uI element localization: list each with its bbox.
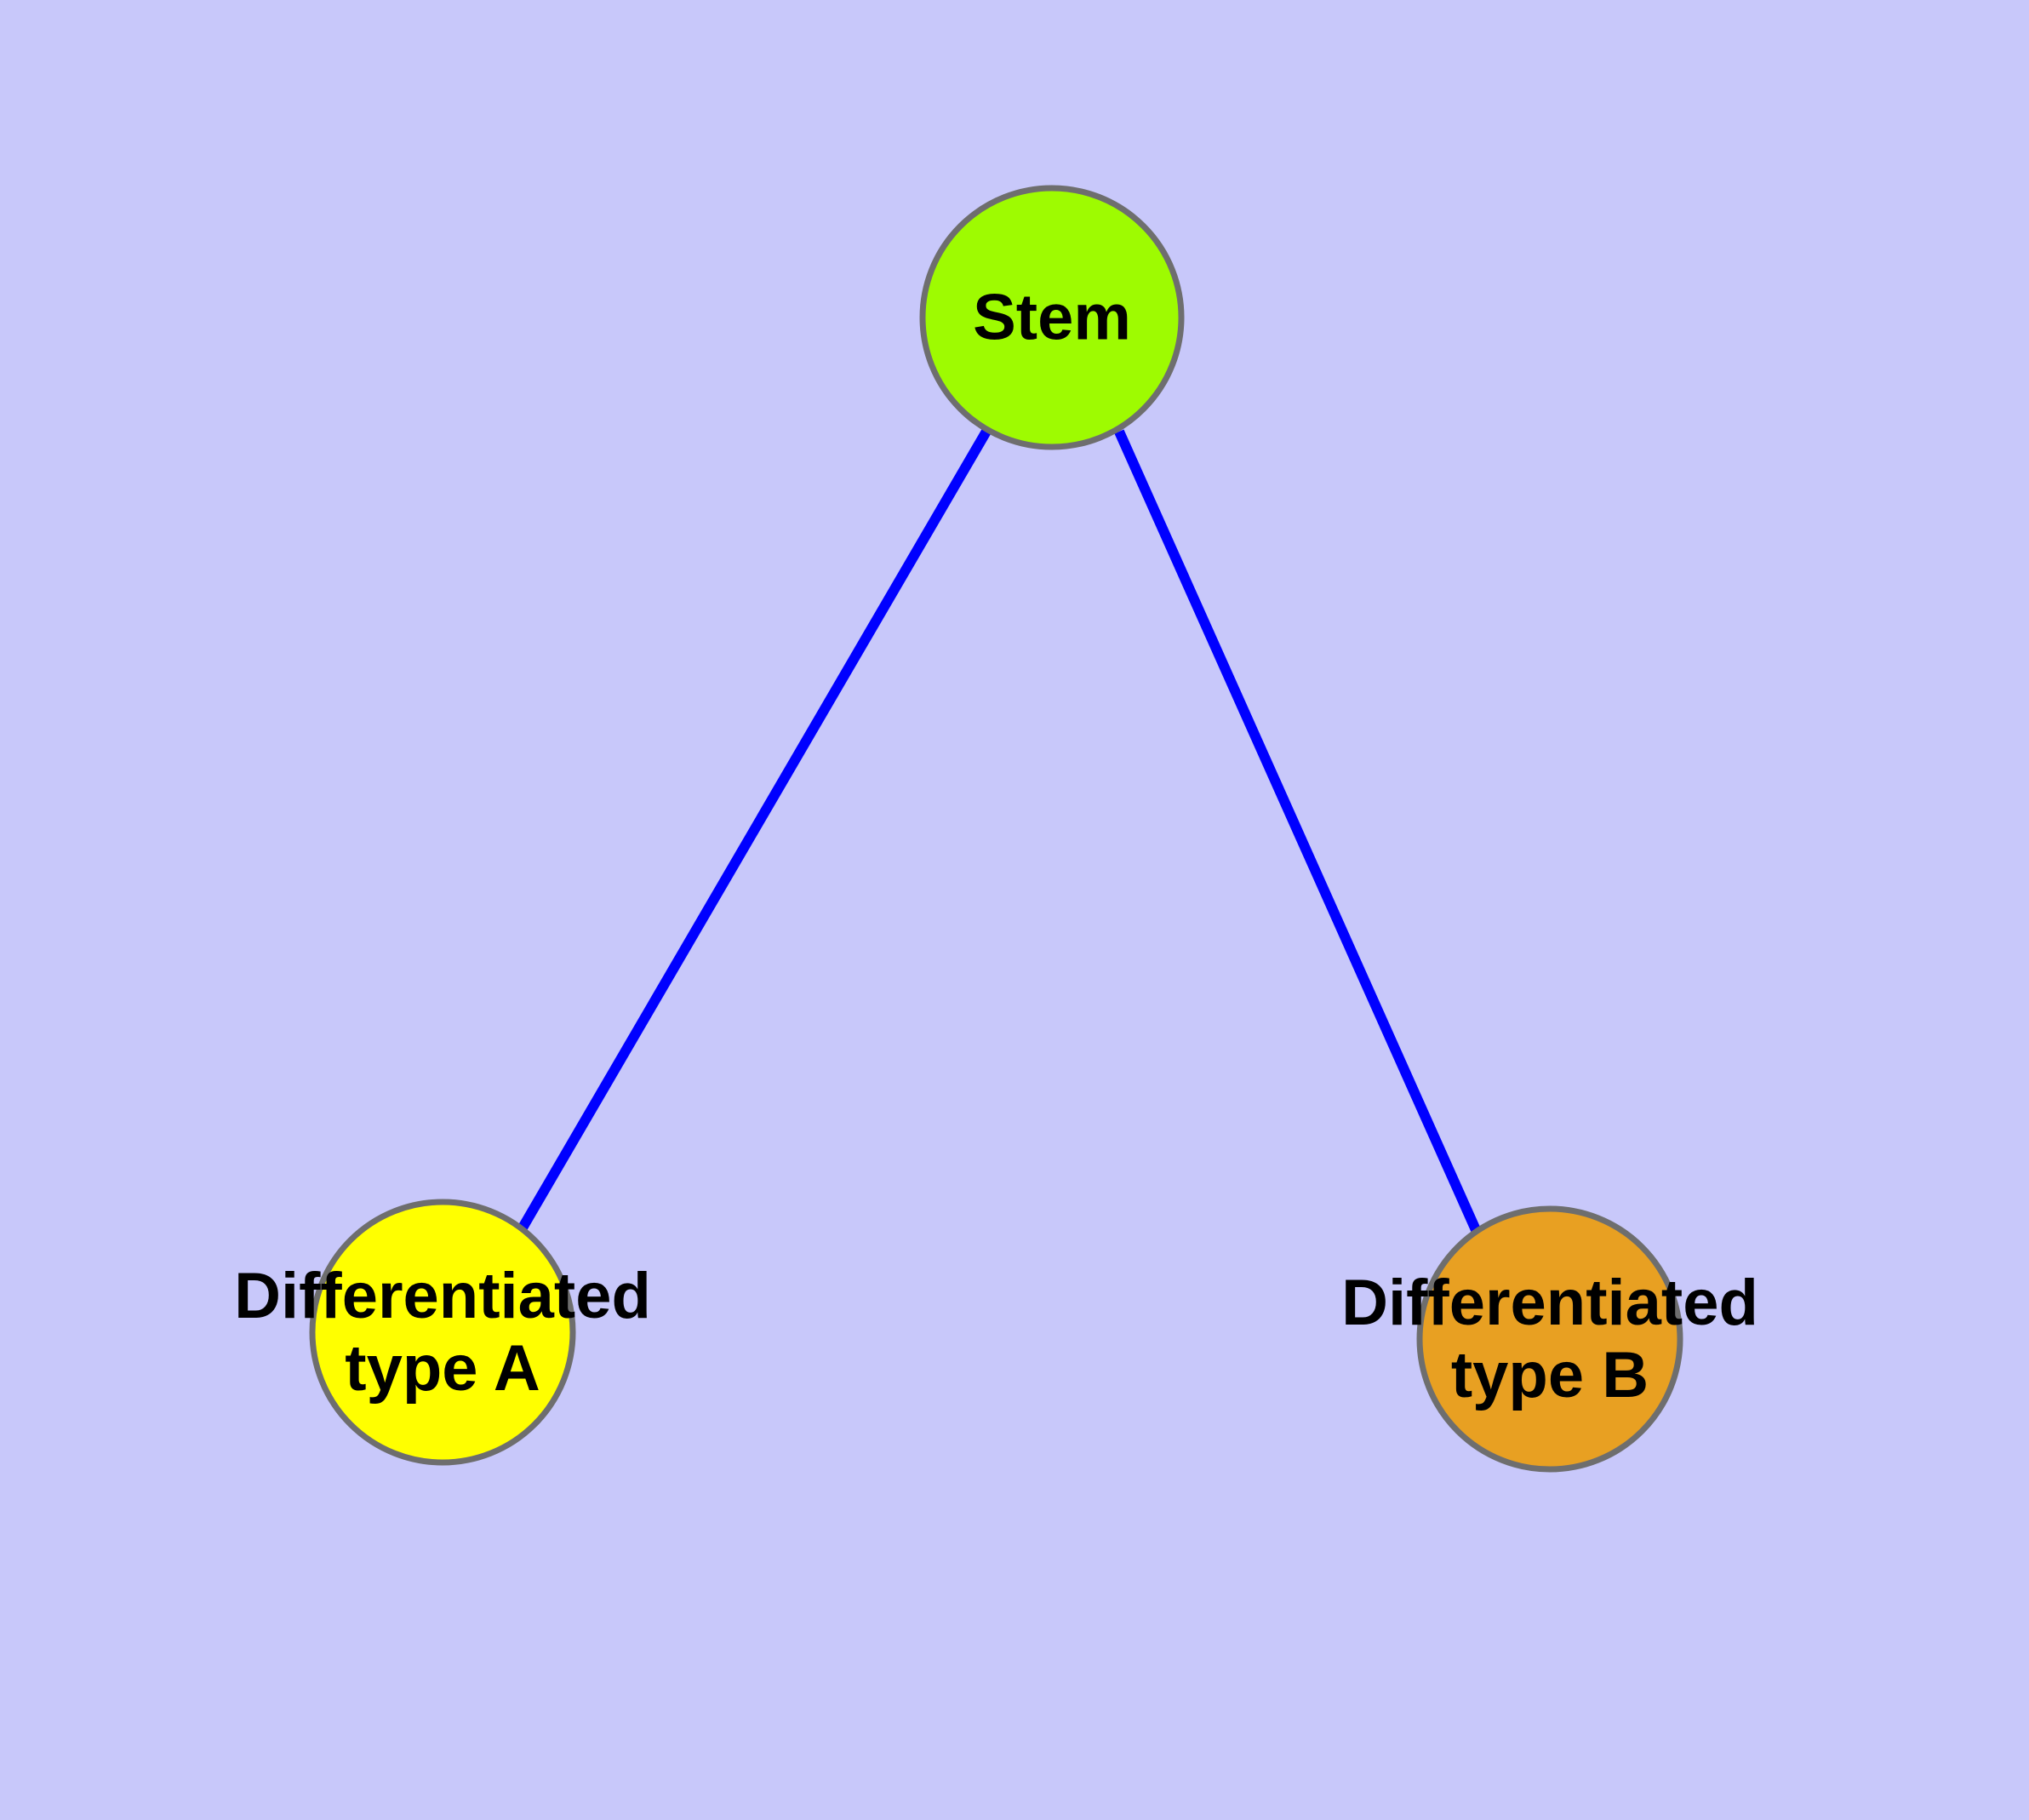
node-circle-stem[interactable] [919, 185, 1185, 450]
node-circle-diff_b[interactable] [1416, 1205, 1683, 1473]
node-circle-diff_a[interactable] [309, 1199, 576, 1466]
edges-group [517, 426, 1482, 1234]
edge-stem-to-diff-b [1114, 429, 1482, 1234]
edge-stem-to-diff-a [517, 426, 992, 1233]
nodes-group [309, 185, 1683, 1473]
